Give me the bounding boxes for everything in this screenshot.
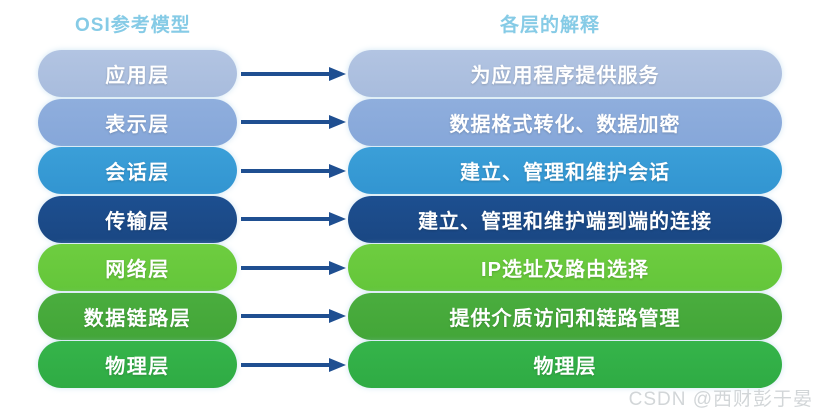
layer-description-label: 为应用程序提供服务	[470, 65, 660, 87]
layer-description-bar[interactable]: 数据格式转化、数据加密	[348, 98, 782, 146]
layer-name-bar[interactable]: 会话层	[38, 147, 237, 194]
layer-name-label: 数据链路层	[83, 307, 192, 330]
layer-name-bar[interactable]: 数据链路层	[38, 292, 237, 340]
right-column-title: 各层的解释	[500, 15, 601, 36]
left-column-title: OSI参考模型	[75, 15, 191, 36]
layer-name-label: 网络层	[105, 259, 170, 281]
right-arrow-icon	[241, 309, 346, 323]
layer-description-label: 数据格式转化、数据加密	[449, 113, 681, 136]
layer-row: 网络层 IP选址及路由选择	[0, 244, 825, 291]
layer-row: 数据链路层 提供介质访问和链路管理	[0, 292, 825, 340]
layer-description-label: IP选址及路由选择	[481, 259, 649, 281]
layer-name-bar[interactable]: 物理层	[38, 341, 237, 388]
layer-name-label: 传输层	[105, 210, 170, 233]
layer-name-bar[interactable]: 传输层	[38, 195, 237, 243]
layer-name-label: 表示层	[105, 113, 170, 136]
layer-name-bar[interactable]: 网络层	[38, 244, 237, 291]
layer-row: 物理层 物理层	[0, 341, 825, 388]
right-arrow-icon	[241, 357, 346, 372]
layer-description-label: 物理层	[533, 356, 597, 378]
layer-name-bar[interactable]: 表示层	[38, 98, 237, 146]
csdn-watermark: CSDN @西财彭于晏	[628, 389, 813, 410]
layer-description-bar[interactable]: IP选址及路由选择	[348, 244, 782, 291]
layer-description-label: 建立、管理和维护会话	[460, 162, 670, 184]
layer-row: 传输层 建立、管理和维护端到端的连接	[0, 195, 825, 243]
layer-description-bar[interactable]: 提供介质访问和链路管理	[348, 292, 782, 340]
right-arrow-icon	[241, 212, 346, 226]
right-arrow-icon	[241, 66, 346, 81]
layer-name-label: 应用层	[105, 65, 170, 87]
right-arrow-icon	[241, 163, 346, 178]
layer-description-label: 提供介质访问和链路管理	[449, 307, 681, 330]
right-arrow-icon	[241, 260, 346, 275]
layer-description-bar[interactable]: 建立、管理和维护会话	[348, 147, 782, 194]
layer-name-bar[interactable]: 应用层	[38, 50, 237, 97]
layer-row: 会话层 建立、管理和维护会话	[0, 147, 825, 194]
layer-description-bar[interactable]: 为应用程序提供服务	[348, 50, 782, 97]
layer-description-bar[interactable]: 建立、管理和维护端到端的连接	[348, 195, 782, 243]
right-arrow-icon	[241, 115, 346, 129]
layer-row: 应用层 为应用程序提供服务	[0, 50, 825, 97]
layer-description-label: 建立、管理和维护端到端的连接	[418, 210, 712, 233]
layer-name-label: 会话层	[105, 162, 170, 184]
layer-description-bar[interactable]: 物理层	[348, 341, 782, 388]
layer-row: 表示层 数据格式转化、数据加密	[0, 98, 825, 146]
layer-name-label: 物理层	[105, 356, 170, 378]
